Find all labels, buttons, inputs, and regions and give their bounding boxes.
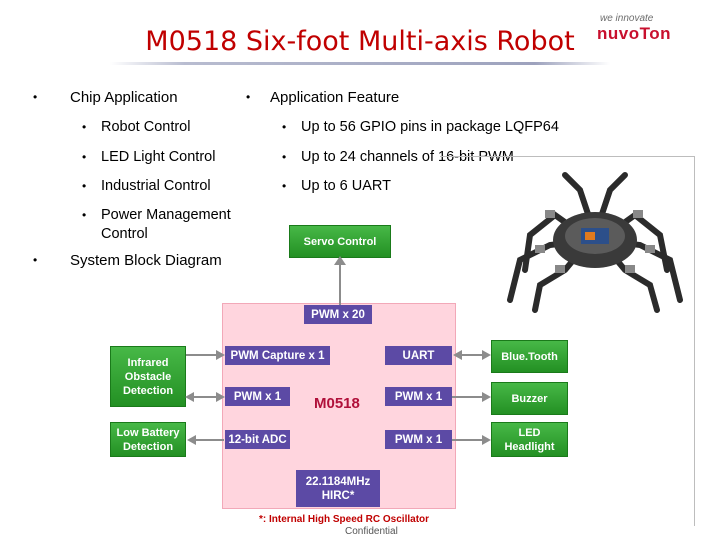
uart-block: UART — [385, 346, 452, 365]
arrow-up — [334, 256, 346, 305]
bullet-icon: • — [82, 208, 87, 222]
feature-item: Up to 56 GPIO pins in package LQFP64 — [301, 119, 559, 135]
adc-block: 12-bit ADC — [225, 430, 290, 449]
infrared-line-3: Detection — [122, 384, 174, 397]
infrared-line-2: Obstacle — [124, 370, 172, 383]
diagram-arrows — [185, 350, 491, 445]
buzzer-block: Buzzer — [491, 382, 568, 415]
bullet-icon: • — [33, 253, 38, 267]
bluetooth-block: Blue.Tooth — [491, 340, 568, 373]
led-headlight-block: LED Headlight — [491, 422, 568, 457]
infrared-line-1: Infrared — [127, 356, 169, 369]
bullet-icon: • — [282, 120, 287, 134]
chip-app-item: LED Light Control — [101, 149, 216, 165]
bullet-icon: • — [82, 120, 87, 134]
bullet-icon: • — [282, 150, 287, 164]
chip-app-item: Robot Control — [101, 119, 191, 135]
application-feature-heading: Application Feature — [270, 89, 400, 106]
infrared-detection-block: Infrared Obstacle Detection — [110, 346, 186, 407]
title-underline — [110, 62, 610, 65]
hirc-line-1: 22.1184MHz — [305, 475, 371, 488]
low-battery-block: Low Battery Detection — [110, 422, 186, 457]
bullet-icon: • — [82, 179, 87, 193]
footnote: *: Internal High Speed RC Oscillator — [259, 514, 430, 525]
chip-label: M0518 — [314, 395, 360, 412]
frame-line — [694, 156, 695, 526]
bullet-icon: • — [33, 90, 38, 104]
lowbat-line-2: Detection — [122, 440, 174, 453]
bullet-icon: • — [82, 150, 87, 164]
chip-app-item: Industrial Control — [101, 178, 211, 194]
pwm20-block: PWM x 20 — [304, 305, 372, 324]
confidential-label: Confidential — [345, 526, 398, 537]
led-line-2: Headlight — [504, 440, 555, 453]
pwm-left-block: PWM x 1 — [225, 387, 290, 406]
bullet-icon: • — [282, 179, 287, 193]
bullet-icon: • — [246, 90, 251, 104]
pwm-right-block-2: PWM x 1 — [385, 430, 452, 449]
chip-app-item-cont: Control — [101, 226, 148, 242]
page-title: M0518 Six-foot Multi-axis Robot — [145, 26, 575, 57]
pwm-right-block-1: PWM x 1 — [385, 387, 452, 406]
feature-item: Up to 24 channels of 16-bit PWM — [301, 149, 514, 165]
chip-app-item: Power Management — [101, 207, 231, 223]
pwm-capture-block: PWM Capture x 1 — [225, 346, 330, 365]
led-line-1: LED — [518, 426, 541, 439]
chip-application-heading: Chip Application — [70, 89, 178, 106]
hexapod-robot-image — [507, 172, 683, 313]
lowbat-line-1: Low Battery — [116, 426, 180, 439]
hirc-block: 22.1184MHz HIRC* — [296, 470, 380, 507]
nuvoton-logo: nuvoTon — [597, 24, 671, 43]
block-diagram-heading: System Block Diagram — [70, 252, 222, 269]
tagline: we innovate — [600, 13, 654, 24]
frame-line — [440, 156, 695, 157]
servo-control-block: Servo Control — [289, 225, 391, 258]
hirc-line-2: HIRC* — [321, 489, 355, 502]
feature-item: Up to 6 UART — [301, 178, 391, 194]
